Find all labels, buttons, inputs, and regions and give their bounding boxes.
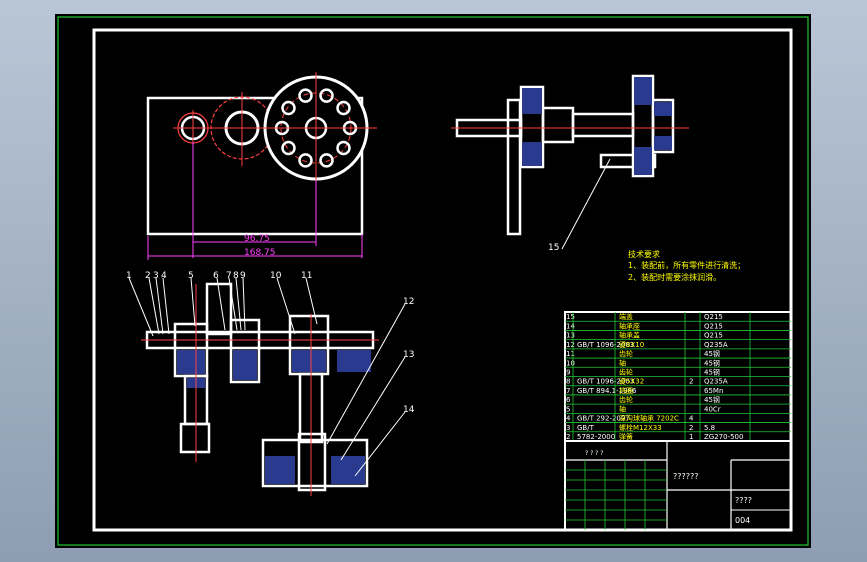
parts-cell: 65Mn — [704, 387, 723, 395]
parts-cell: 齿轮 — [619, 395, 633, 404]
parts-cell: 8 — [566, 378, 570, 386]
cad-viewport[interactable]: 96.75 168.75 15 — [55, 14, 811, 548]
parts-cell: 3 — [566, 424, 570, 432]
dimension-168-75: 168.75 — [244, 248, 276, 258]
outer-frame — [57, 16, 809, 546]
top-view-left — [146, 75, 369, 236]
parts-cell: 轴 — [619, 404, 626, 413]
tech-req-title: 技术要求 — [628, 249, 660, 259]
balloon-2: 2 — [145, 271, 151, 281]
leader-15 — [561, 158, 611, 250]
bolt-hole — [336, 100, 351, 116]
parts-cell: 4 — [566, 415, 571, 423]
balloon-leaders — [128, 277, 406, 477]
parts-cell: 齿轮 — [619, 349, 633, 358]
bolt-hole — [281, 140, 296, 156]
bolt-hole — [298, 88, 313, 103]
balloon-11: 11 — [301, 271, 312, 281]
balloon-10: 10 — [270, 271, 282, 281]
tech-req-line-2: 2、装配时需要涂抹润滑。 — [628, 272, 721, 282]
balloon-13: 13 — [403, 350, 414, 360]
parts-cell: 40Cr — [704, 405, 721, 413]
bolt-hole — [336, 140, 351, 156]
parts-cell: 挡圈 — [619, 386, 633, 395]
title-block — [564, 440, 792, 531]
dimension-lines — [147, 142, 363, 260]
balloon-7: 7 — [226, 271, 232, 281]
balloon-12: 12 — [403, 297, 414, 307]
parts-cell: 轴承座 — [619, 321, 640, 330]
parts-cell: 弹簧 — [619, 432, 633, 441]
parts-cell: 45钢 — [704, 368, 720, 377]
parts-cell: Q215 — [704, 332, 723, 340]
balloon-6: 6 — [213, 271, 219, 281]
parts-cell: 螺栓M12X33 — [619, 423, 662, 432]
technical-requirements: 技术要求 1、装配前，所有零件进行清洗； 2、装配时需要涂抹润滑。 — [628, 249, 745, 282]
parts-cell: 轴 — [619, 358, 626, 367]
parts-cell: GB/T — [577, 424, 595, 432]
parts-cell: 45钢 — [704, 395, 720, 404]
parts-cell: 5782-2000 — [577, 433, 615, 441]
bolt-hole — [298, 153, 313, 168]
parts-cell: 轴承盖 — [619, 331, 640, 340]
balloon-1: 1 — [126, 271, 132, 281]
parts-cell: 14 — [566, 322, 575, 330]
parts-cell: 2 — [566, 433, 570, 441]
parts-cell: Q235A — [704, 341, 728, 349]
inner-frame — [92, 28, 793, 532]
parts-cell: 7 — [566, 387, 570, 395]
parts-cell: 11 — [566, 350, 575, 358]
parts-cell: GB/T 1096-2003 — [577, 378, 634, 386]
parts-cell: Q215 — [704, 313, 723, 321]
parts-cell: 4 — [689, 415, 694, 423]
parts-cell: 5 — [566, 405, 570, 413]
balloon-15: 15 — [548, 243, 559, 253]
parts-cell: 深沟球轴承 7202C — [619, 414, 679, 423]
title-block-sheet-marks: ? ? ? ? — [585, 450, 603, 457]
parts-cell: Q215 — [704, 322, 723, 330]
bolt-hole — [319, 153, 334, 168]
parts-cell: 1 — [689, 433, 693, 441]
parts-cell: 齿轮 — [619, 368, 633, 377]
balloon-4: 4 — [161, 271, 167, 281]
parts-cell: 12 — [566, 341, 575, 349]
section-centerlines — [141, 284, 379, 496]
bolt-hole — [319, 88, 334, 103]
parts-cell: GB/T 1096-2003 — [577, 341, 634, 349]
parts-cell: 45钢 — [704, 349, 720, 358]
parts-cell: 端盖 — [619, 312, 633, 321]
parts-cell: ZG270-500 — [704, 433, 743, 441]
parts-cell: 5.8 — [704, 424, 715, 432]
bolt-hole — [281, 100, 296, 116]
parts-cell: Q235A — [704, 378, 728, 386]
parts-cell: 9 — [566, 369, 570, 377]
parts-cell: GB/T 894.1-1986 — [577, 387, 637, 395]
tech-req-line-1: 1、装配前，所有零件进行清洗； — [628, 260, 745, 270]
parts-cell: 13 — [566, 332, 575, 340]
balloon-8: 8 — [233, 271, 239, 281]
title-block-drawing-name: ?????? — [673, 472, 698, 481]
centerlines-top-left — [173, 72, 377, 186]
parts-cell: GB/T 292-2007 — [577, 415, 630, 423]
dimension-96-75: 96.75 — [244, 234, 270, 244]
parts-cell: 6 — [566, 396, 571, 404]
parts-cell: 10 — [566, 359, 575, 367]
balloon-9: 9 — [240, 271, 246, 281]
balloon-labels: 1 2 3 4 5 6 7 8 9 10 11 12 13 14 — [126, 271, 415, 415]
balloon-3: 3 — [153, 271, 159, 281]
balloon-5: 5 — [188, 271, 194, 281]
top-view-right-hatching — [522, 77, 672, 175]
title-block-company: ???? — [735, 496, 752, 505]
parts-cell: 15 — [566, 313, 575, 321]
balloon-14: 14 — [403, 405, 415, 415]
parts-cell: 45钢 — [704, 358, 720, 367]
parts-cell: 键8X10 — [619, 340, 644, 349]
parts-cell: 键5X32 — [619, 377, 644, 386]
assembly-drawing: 96.75 168.75 15 — [57, 16, 809, 546]
parts-cell: 2 — [689, 378, 693, 386]
title-block-drawing-number: 004 — [735, 516, 750, 525]
parts-cell: 2 — [689, 424, 693, 432]
